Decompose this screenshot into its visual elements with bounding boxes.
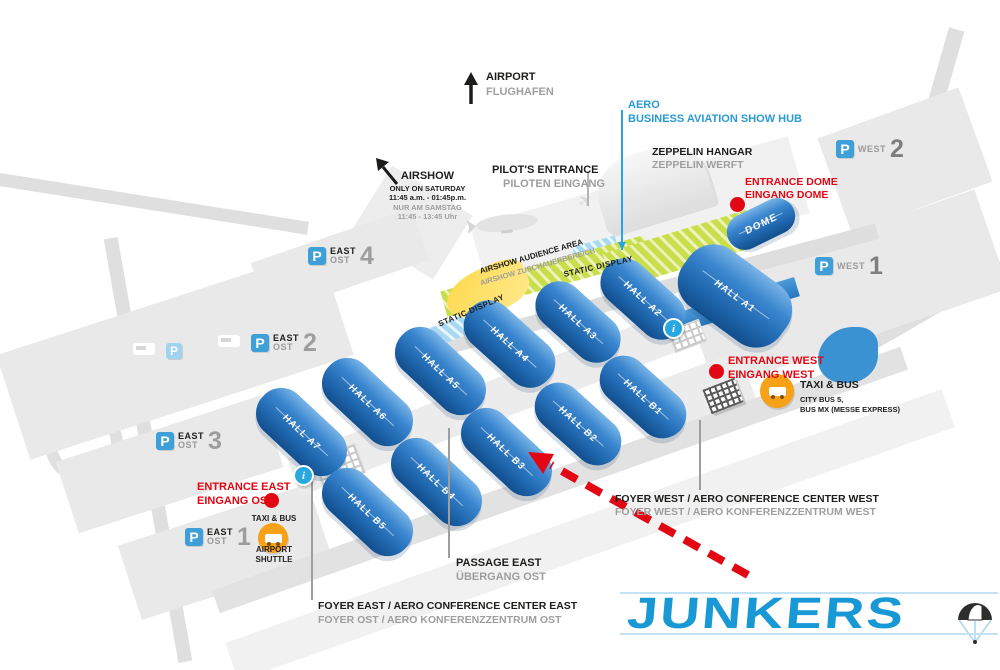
hall-b2-label: HALL B2 [555, 404, 601, 444]
parking-region: EAST [178, 431, 205, 441]
taxi-bus-east-label-bottom: AIRPORT SHUTTLE [236, 545, 312, 565]
airshow-line3: 11:45 a.m. - 01:45p.m. [388, 193, 467, 203]
parking-number: 3 [208, 427, 222, 455]
taxi-bus-east-icon [258, 523, 288, 553]
airshow-note: AIRSHOW ONLY ON SATURDAY 11:45 a.m. - 01… [380, 170, 475, 221]
hall-a4-label: HALL A4 [487, 324, 532, 364]
parking-region-de: OST [330, 255, 351, 265]
parking-icon: P [815, 257, 833, 275]
parking-number: 2 [303, 329, 317, 357]
parking-icon: P [166, 343, 182, 359]
entrance-east-label-de: EINGANG OST [197, 495, 275, 507]
parking-region: WEST [837, 261, 865, 271]
foyer-east-label-de: FOYER OST / AERO KONFERENZZENTRUM OST [318, 614, 562, 626]
entrance-dome-dot [730, 197, 745, 212]
aero-hub-line1: AERO [628, 99, 660, 111]
entrance-west-label: ENTRANCE WEST [728, 355, 824, 367]
dome-label: DOME [743, 211, 779, 237]
hall-a7-label: HALL A7 [279, 412, 324, 452]
logo-rule-top [620, 592, 998, 594]
pond [818, 327, 878, 383]
caravan-icon [133, 343, 155, 355]
bus-icon [264, 533, 282, 546]
taxi-bus-west-line2: BUS MX (MESSE EXPRESS) [800, 405, 901, 414]
airshow-line2: ONLY ON SATURDAY [389, 183, 466, 193]
foyer-west-label: FOYER WEST / AERO CONFERENCE CENTER WEST [615, 493, 879, 505]
parking-number: 4 [360, 242, 374, 270]
zeppelin-hangar-label-de: ZEPPELIN WERFT [652, 159, 744, 171]
taxi-bus-east-line2: SHUTTLE [255, 555, 293, 564]
parking-region: EAST [207, 527, 234, 537]
taxi-bus-east-title: TAXI & BUS [251, 514, 297, 523]
hall-b3-label: HALL B3 [484, 431, 529, 473]
parking-number: 1 [237, 523, 251, 551]
logo-rule-bottom [620, 633, 998, 636]
logo-text: JUNKERS [625, 589, 908, 638]
foyer-west-label-de: FOYER WEST / AERO KONFERENZZENTRUM WEST [615, 506, 876, 518]
parking-region-de: OST [207, 536, 228, 546]
junkers-logo: JUNKERS [620, 589, 998, 638]
hall-a1-label: HALL A1 [711, 277, 759, 315]
parking-region: EAST [273, 333, 300, 343]
pilots-entrance-label-de: PILOTEN EINGANG [503, 178, 606, 190]
caravan-parking: P [166, 342, 182, 360]
caravan-icon [218, 335, 240, 347]
entrance-east-label: ENTRANCE EAST [197, 481, 291, 493]
hall-b1-label: HALL B1 [620, 377, 666, 417]
pilots-entrance-label: PILOT'S ENTRANCE [492, 164, 599, 176]
taxi-bus-west-icon [760, 374, 794, 408]
info-icon-east: i [293, 465, 314, 486]
parking-number: 2 [890, 135, 904, 163]
entrance-east-dot [264, 493, 279, 508]
entrance-dome-label-de: EINGANG DOME [745, 189, 829, 201]
airshow-line4: NUR AM SAMSTAG [393, 202, 462, 212]
hall-a2-label: HALL A2 [621, 279, 665, 319]
parking-region: EAST [330, 246, 357, 256]
parking-west-2: P WEST 2 [836, 135, 904, 163]
passage-east-label-de: ÜBERGANG OST [456, 571, 546, 583]
hall-a6-label: HALL A6 [345, 382, 390, 422]
passage-east-label: PASSAGE EAST [456, 557, 542, 569]
foyer-east-label: FOYER EAST / AERO CONFERENCE CENTER EAST [318, 600, 578, 612]
airport-label: AIRPORT [486, 71, 536, 83]
taxi-bus-east-line1: AIRPORT [256, 545, 292, 554]
parking-icon: P [308, 247, 326, 265]
parking-west-1: P WEST 1 [815, 252, 883, 280]
hall-a5-label: HALL A5 [418, 351, 463, 391]
airshow-title: AIRSHOW [400, 170, 455, 182]
hall-a3-label: HALL A3 [556, 302, 600, 342]
road [0, 170, 309, 235]
airport-label-de: FLUGHAFEN [486, 86, 554, 98]
info-icon-west: i [663, 318, 684, 339]
parking-region: WEST [858, 144, 886, 154]
zeppelin-hangar-label: ZEPPELIN HANGAR [652, 146, 753, 158]
airport-arrow-icon [464, 72, 478, 104]
taxi-bus-west-line1: CITY BUS 5, [800, 395, 844, 404]
entrance-dome-label: ENTRANCE DOME [745, 176, 838, 188]
parking-region-de: OST [178, 440, 199, 450]
parking-number: 1 [869, 252, 883, 280]
info-letter: i [301, 469, 306, 482]
parking-region-de: OST [273, 342, 294, 352]
parking-icon: P [185, 528, 203, 546]
taxi-bus-east-label-top: TAXI & BUS [236, 514, 312, 524]
bus-icon [768, 386, 786, 399]
hall-b4-label: HALL B4 [414, 461, 459, 503]
parking-icon: P [251, 334, 269, 352]
parking-icon: P [836, 140, 854, 158]
aero-hub-line2: BUSINESS AVIATION SHOW HUB [628, 113, 802, 125]
hall-b5-label: HALL B5 [345, 491, 390, 533]
entrance-west-dot [709, 364, 724, 379]
info-letter: i [671, 322, 676, 335]
taxi-bus-west-label: TAXI & BUS [800, 379, 859, 391]
parking-icon: P [156, 432, 174, 450]
airshow-line5: 11:45 - 13:45 Uhr [397, 211, 458, 221]
entrance-west-label-de: EINGANG WEST [728, 369, 815, 381]
